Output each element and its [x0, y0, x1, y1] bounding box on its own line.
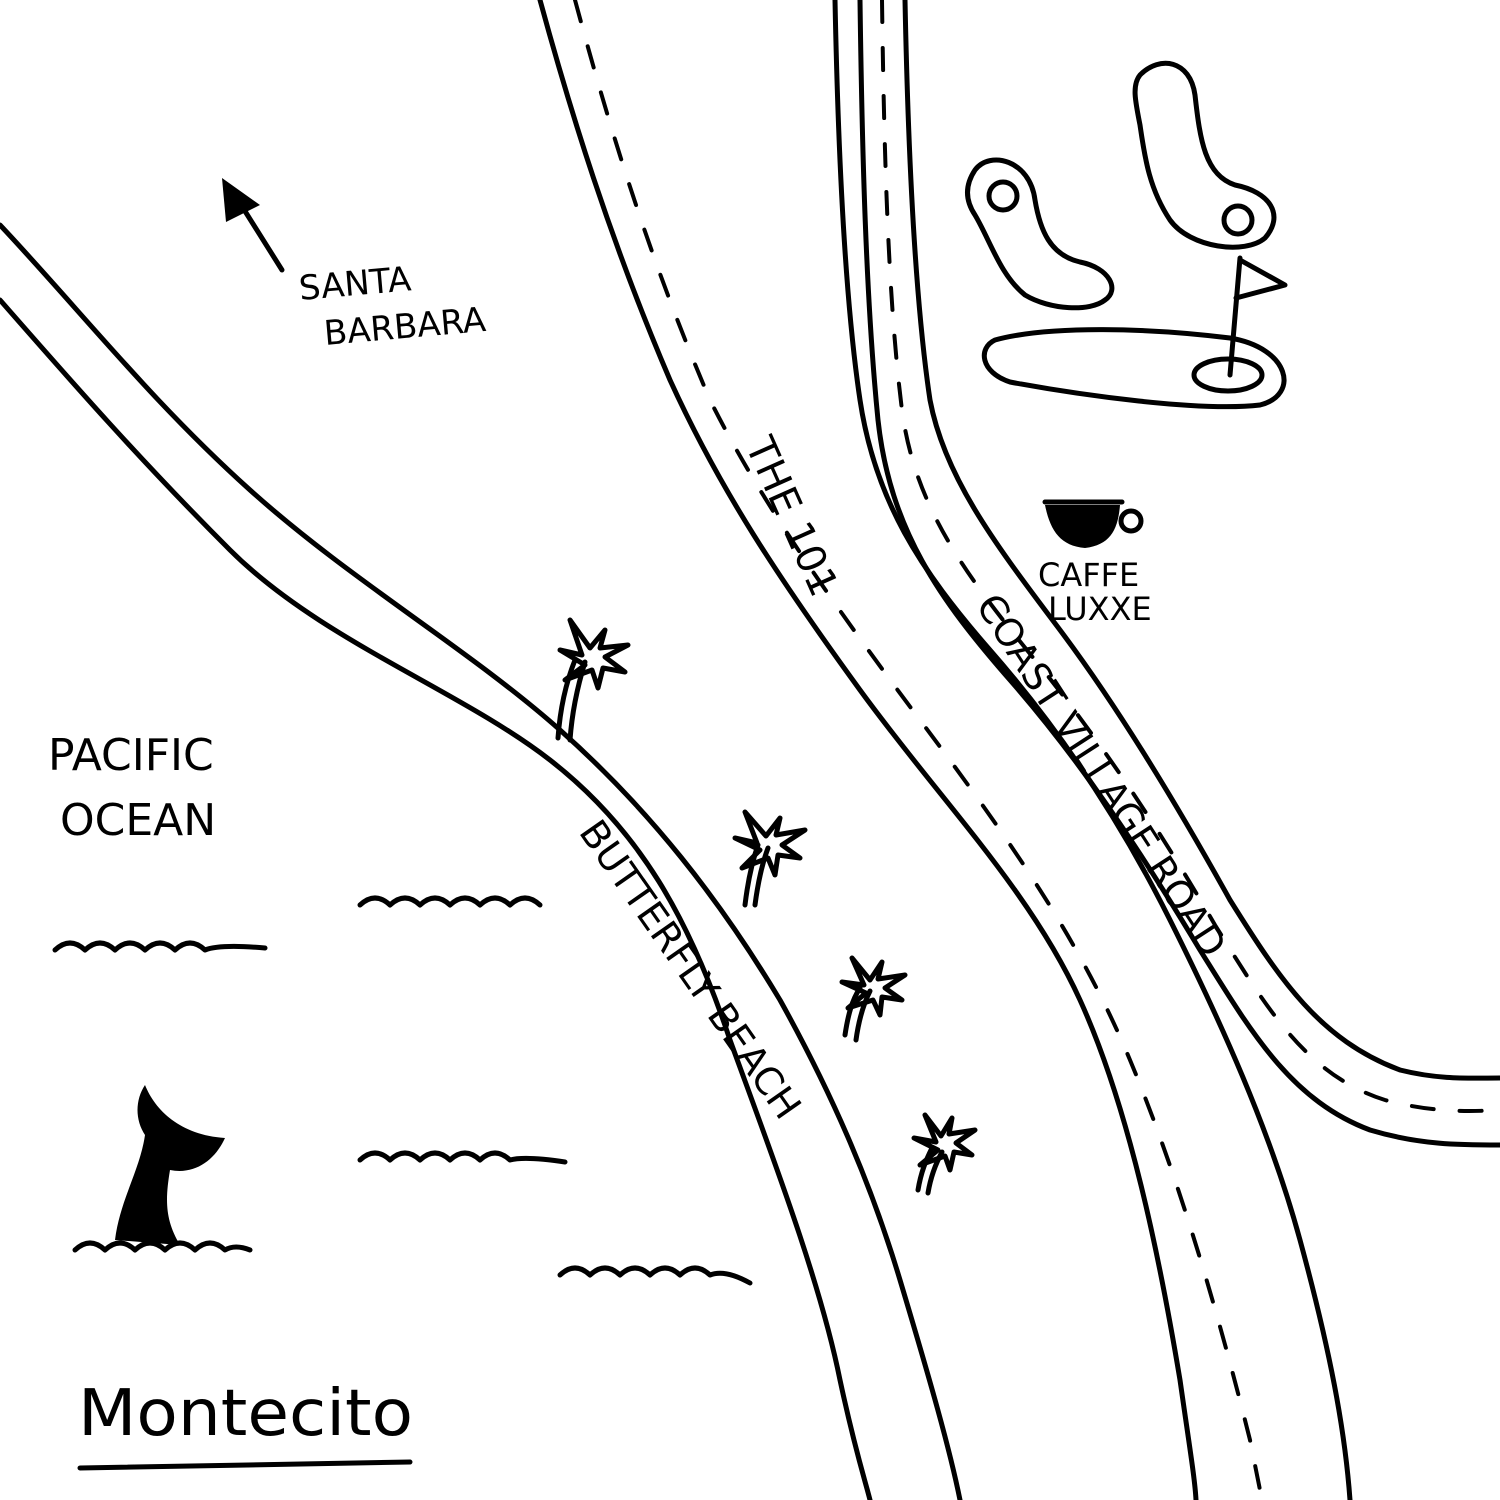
- whale-tail-icon: [115, 1085, 225, 1245]
- golf-course-icon: [965, 60, 1287, 410]
- title-underline: [77, 1459, 413, 1471]
- palm-tree-icon: [839, 955, 908, 1043]
- cafe-label-line1: CAFFE: [1038, 556, 1139, 594]
- direction-label-line2: BARBARA: [322, 300, 487, 354]
- coffee-cup-icon: [1042, 499, 1144, 548]
- palm-tree-icon: [911, 1112, 978, 1196]
- map-title: Montecito: [78, 1377, 413, 1451]
- golf-flag-icon: [1227, 255, 1288, 378]
- direction-label-line1: SANTA: [297, 259, 412, 309]
- ocean-label-line1: PACIFIC: [48, 730, 214, 781]
- palm-tree-icon: [732, 809, 808, 908]
- road-label-coast-village: COAST VILLAGE ROAD: [967, 586, 1234, 965]
- arrow-icon: [222, 178, 285, 273]
- road-label-101: THE 101: [735, 429, 846, 603]
- road-label-butterfly-beach: BUTTERFLY BEACH: [571, 812, 810, 1127]
- highway-101[interactable]: [537, 0, 1353, 1500]
- palm-tree-icon: [555, 617, 631, 743]
- coast-village-road[interactable]: [857, 0, 1500, 1148]
- cafe-label-line2: LUXXE: [1048, 590, 1152, 628]
- wave-icon: [52, 895, 753, 1286]
- ocean-label-line2: OCEAN: [60, 795, 216, 846]
- butterfly-beach-road[interactable]: [0, 222, 963, 1500]
